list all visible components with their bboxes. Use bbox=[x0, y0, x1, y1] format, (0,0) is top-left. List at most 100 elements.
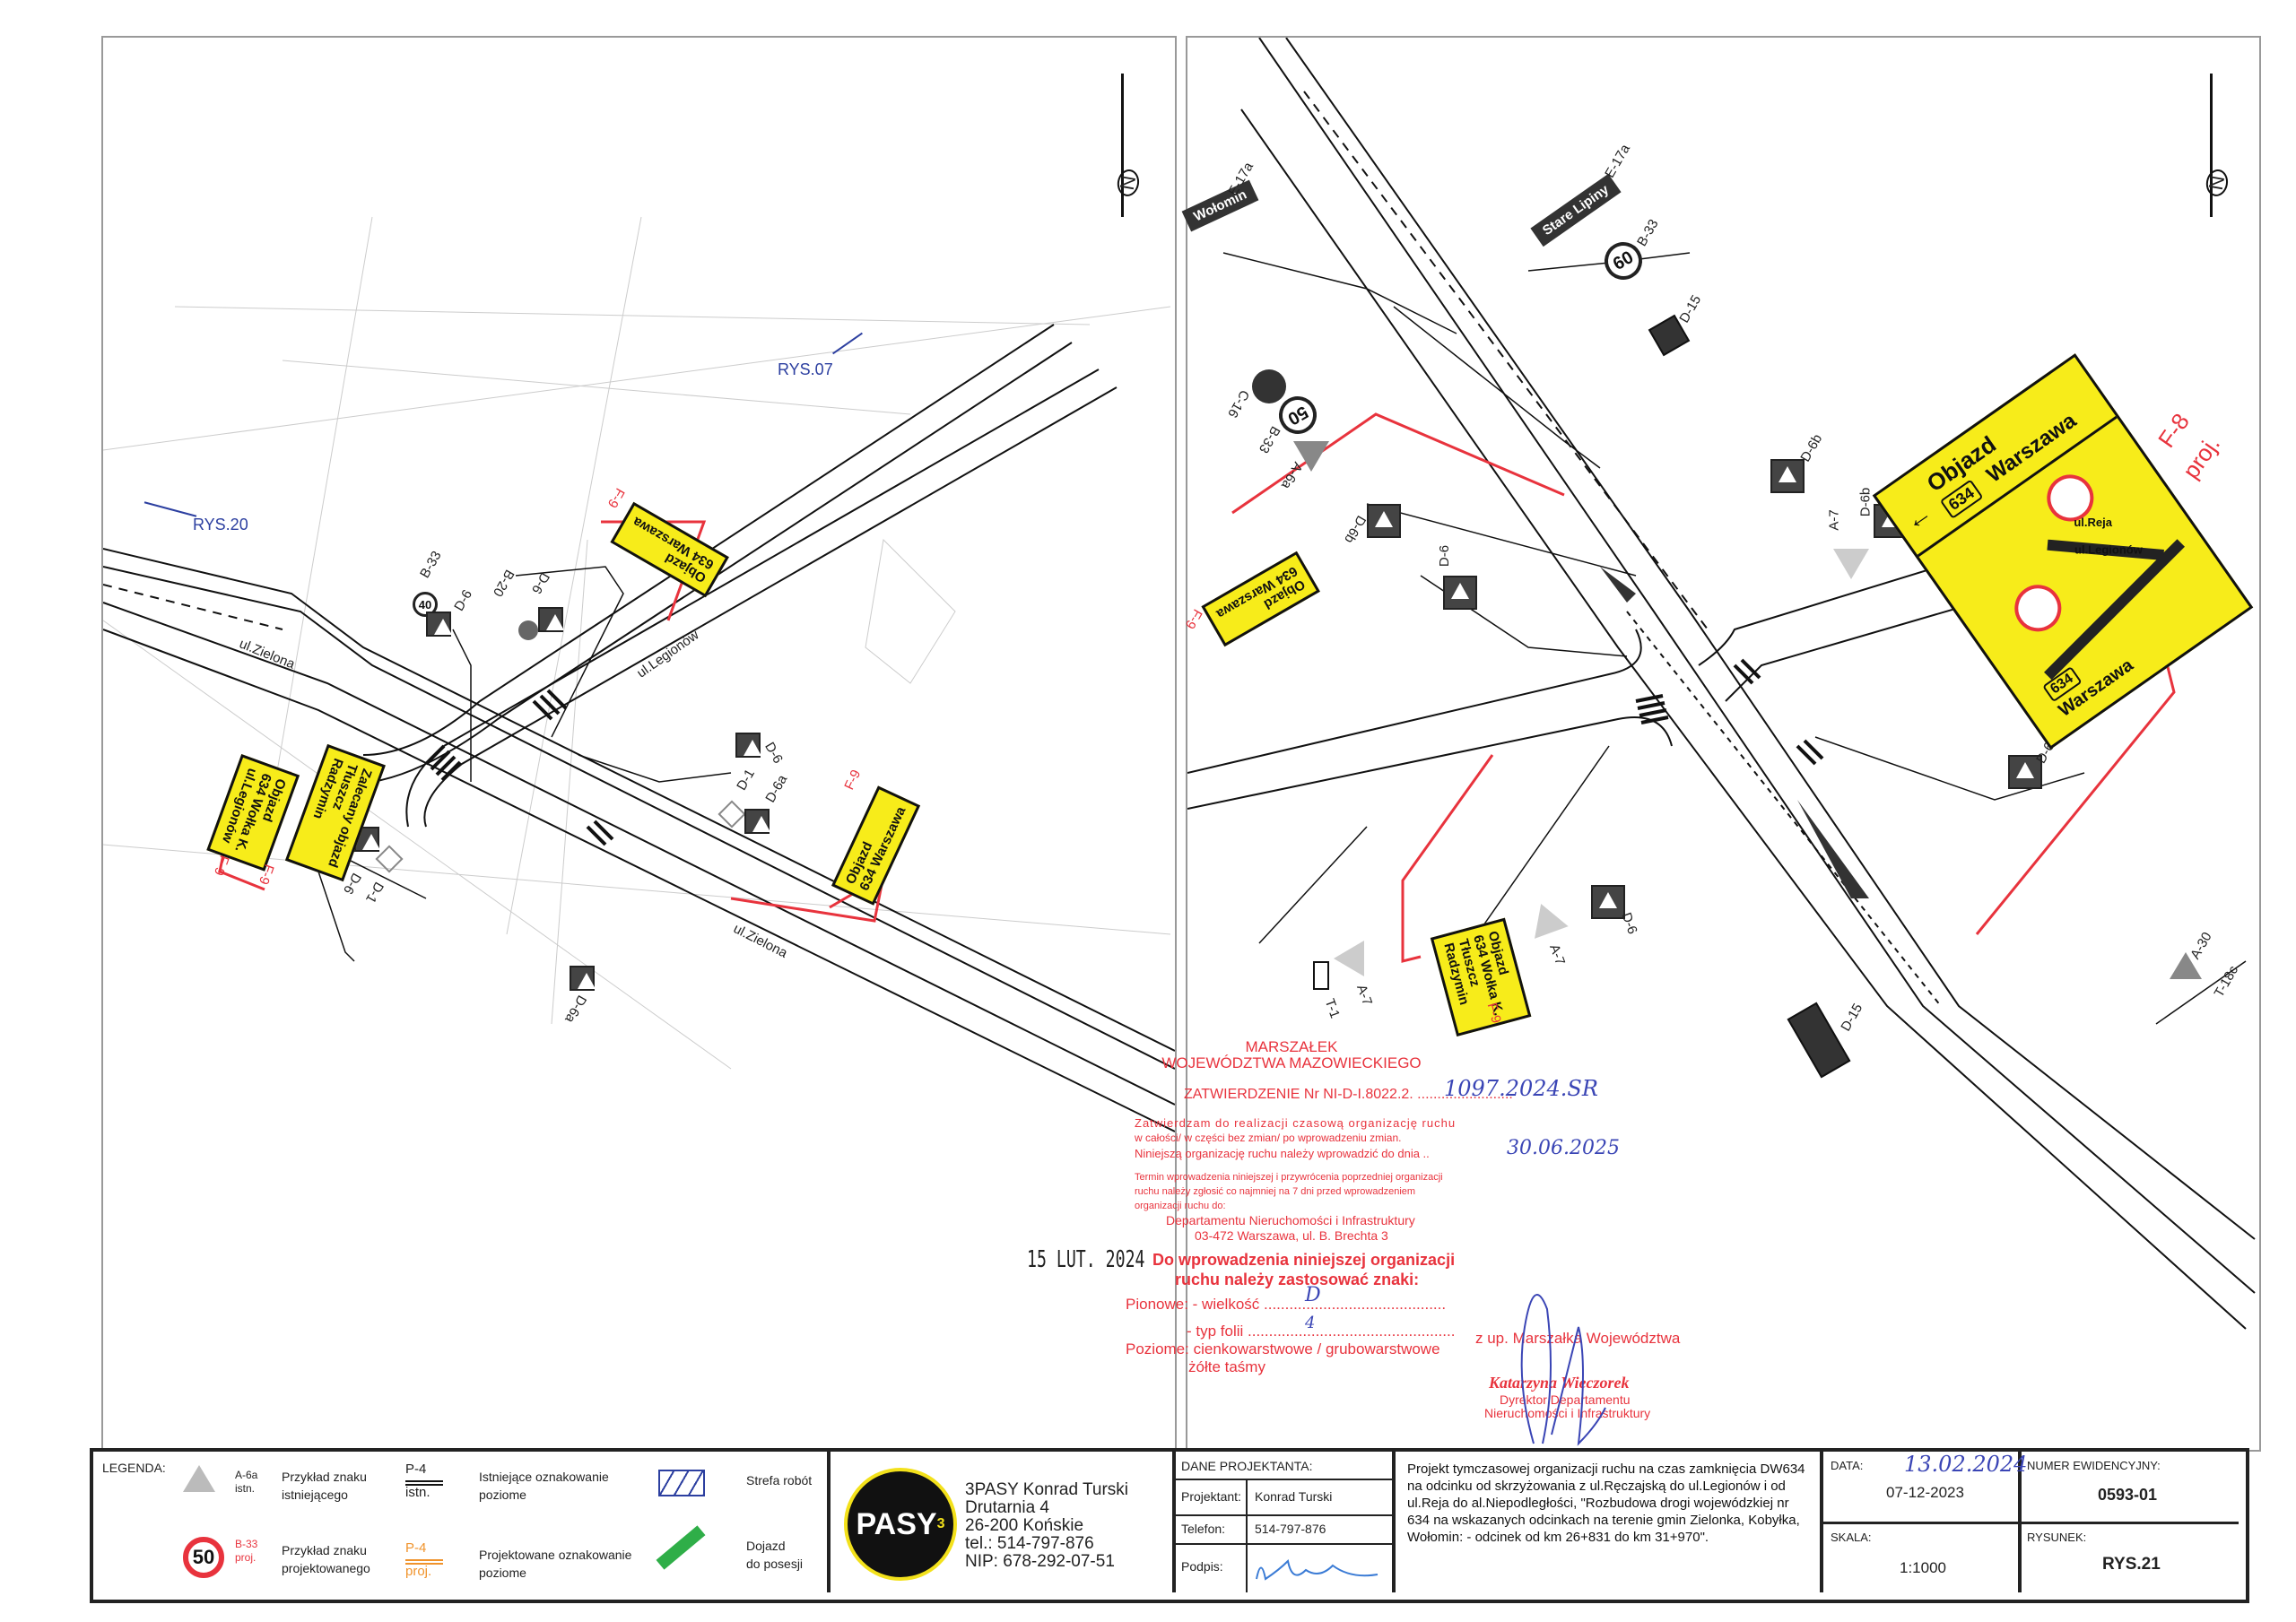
signatory-title-1: Dyrektor Departamentu bbox=[1500, 1392, 1631, 1407]
sign-code: D-6 bbox=[1437, 544, 1453, 568]
driveway-green-icon bbox=[656, 1525, 706, 1570]
crosswalk-sign-icon bbox=[1770, 459, 1805, 493]
triangle-sign-icon bbox=[1833, 549, 1869, 579]
approval-number-handwritten: 1097.2024.SR bbox=[1444, 1076, 1598, 1101]
date-label: DATA: bbox=[1831, 1459, 1864, 1472]
company-phone: tel.: 514-797-876 bbox=[965, 1534, 1094, 1553]
department-line2: 03-472 Warszawa, ul. B. Brechta 3 bbox=[1195, 1228, 1388, 1243]
work-zone-hatch-icon bbox=[658, 1470, 705, 1496]
legend-proposed-sign-code: B-33 bbox=[235, 1538, 258, 1550]
divider bbox=[1176, 1543, 1396, 1545]
signs-heading-2: ruchu należy zastosować znaki: bbox=[1175, 1271, 1420, 1288]
vertical-size: Pionowe: - wielkość ....................… bbox=[1126, 1296, 1447, 1313]
company-name: 3PASY Konrad Turski bbox=[965, 1480, 1129, 1499]
rys-07-link[interactable]: RYS.07 bbox=[778, 360, 833, 378]
legend-existing-sign-code: A-6a bbox=[235, 1469, 258, 1481]
crosswalks bbox=[1635, 658, 1824, 766]
designer-label: Projektant: bbox=[1181, 1489, 1241, 1504]
designer-value: Konrad Turski bbox=[1255, 1489, 1333, 1504]
approval-stamp: MARSZAŁEK WOJEWÓDZTWA MAZOWIECKIEGO ZATW… bbox=[1112, 1031, 1704, 1446]
restriction-circle-icon bbox=[2005, 576, 2071, 641]
sign-code: A-7 bbox=[1826, 509, 1842, 531]
crosswalk-sign-icon bbox=[570, 966, 596, 991]
approval-text-2: w całości/ w części bez zmian/ po wprowa… bbox=[1135, 1132, 1402, 1144]
f8-street-legionow: ul.Legionów bbox=[2074, 542, 2143, 557]
designer-heading: DANE PROJEKTANTA: bbox=[1181, 1459, 1313, 1473]
department-line1: Departamentu Nieruchomości i Infrastrukt… bbox=[1166, 1213, 1415, 1227]
divider bbox=[1823, 1522, 2025, 1524]
speed-limit-50-legend-sign: 50 bbox=[183, 1537, 224, 1578]
stop-sign-icon bbox=[518, 620, 538, 640]
crosswalk-sign-icon bbox=[426, 612, 452, 637]
north-arrow-icon bbox=[2210, 74, 2213, 217]
left-road-network bbox=[103, 216, 1175, 1132]
triangle-sign-icon bbox=[2170, 952, 2202, 979]
legend-proposed-marking-code: P-4 bbox=[405, 1540, 427, 1556]
project-description: Projekt tymczasowej organizacji ruchu na… bbox=[1407, 1462, 1805, 1545]
notice-3: organizacji ruchu do: bbox=[1135, 1201, 1226, 1211]
horizontal-markings-2: żółte taśmy bbox=[1188, 1358, 1265, 1375]
f8-street-reja: ul.Reja bbox=[2074, 515, 2112, 529]
receipt-date-stamp: 15 LUT. 2024 bbox=[1027, 1246, 1145, 1273]
foil-type-handwritten: 4 bbox=[1305, 1314, 1316, 1332]
background-survey-lines bbox=[103, 216, 1171, 1070]
rys-20-link[interactable]: RYS.20 bbox=[193, 516, 248, 533]
crosswalks bbox=[424, 689, 614, 846]
vertical-size-handwritten: D bbox=[1305, 1284, 1321, 1306]
speed-limit-40-sign: 40 bbox=[413, 592, 438, 617]
number-drawing-section: NUMER EWIDENCYJNY: 0593-01 RYSUNEK: RYS.… bbox=[2022, 1452, 2239, 1592]
right-drawing-panel: Wołomin E-17a Stare Lipiny E-17a 60 B-33… bbox=[1181, 36, 2261, 1452]
date-scale-section: DATA: 13.02.2024 07-12-2023 SKALA: 1:100… bbox=[1820, 1452, 2027, 1592]
approval-text-1: Zatwierdzam do realizacji czasową organi… bbox=[1135, 1116, 1457, 1130]
legend-existing-marking-code: P-4 bbox=[405, 1462, 427, 1477]
date-handwritten: 13.02.2024 bbox=[1904, 1452, 2028, 1477]
notice-2: ruchu należy zgłosić co najmniej na 7 dn… bbox=[1135, 1186, 1416, 1197]
road-ul-legionow bbox=[362, 324, 1118, 828]
legend-driveway-label: Dojazd do posesji bbox=[746, 1539, 804, 1571]
triangle-sign-icon bbox=[1293, 441, 1329, 472]
drawing-value: RYS.21 bbox=[2102, 1555, 2161, 1574]
foil-type: - typ folii ............................… bbox=[1187, 1323, 1456, 1340]
proposed-marking-line-icon bbox=[405, 1559, 443, 1565]
legend-section: LEGENDA: A-6a istn. Przykład znaku istni… bbox=[93, 1452, 831, 1592]
crosswalk-sign-icon bbox=[1443, 576, 1477, 610]
record-number-value: 0593-01 bbox=[2098, 1486, 2158, 1504]
authority-line2: WOJEWÓDZTWA MAZOWIECKIEGO bbox=[1161, 1054, 1422, 1071]
legend-proposed-sign-label: Przykład znaku projektowanego bbox=[282, 1543, 370, 1575]
deadline-handwritten: 30.06.2025 bbox=[1507, 1137, 1620, 1159]
hatched-islands bbox=[1600, 567, 1869, 898]
red-sign-leaders bbox=[1231, 412, 2176, 963]
signs-heading-1: Do wprowadzenia niniejszej organizacji bbox=[1152, 1251, 1456, 1269]
crosswalk-sign-icon bbox=[1367, 504, 1401, 538]
scale-value: 1:1000 bbox=[1900, 1559, 1946, 1576]
road-ul-zielona bbox=[103, 548, 1175, 1132]
arrow-left-icon: ← bbox=[1899, 497, 1938, 538]
legend-proposed-marking-label: Projektowane oznakowanie poziome bbox=[479, 1548, 632, 1580]
company-street: Drutarnia 4 bbox=[965, 1498, 1049, 1517]
legend-existing-marking-label: Istniejące oznakowanie poziome bbox=[479, 1470, 609, 1502]
right-road-network bbox=[1187, 38, 2256, 1330]
on-behalf: z up. Marszałka Województwa bbox=[1475, 1330, 1681, 1347]
crosswalk-sign-icon bbox=[744, 809, 770, 834]
crosswalk-sign-icon bbox=[735, 733, 761, 758]
scale-label: SKALA: bbox=[1831, 1531, 1872, 1544]
approval-number-label: ZATWIERDZENIE Nr NI-D-I.8022.2. ........… bbox=[1184, 1087, 1513, 1102]
triangle-sign-icon bbox=[183, 1465, 215, 1492]
logo-text: PASY bbox=[856, 1506, 937, 1541]
no-entry-sign-icon bbox=[1252, 369, 1286, 403]
north-arrow-icon bbox=[1121, 74, 1124, 217]
title-block: LEGENDA: A-6a istn. Przykład znaku istni… bbox=[90, 1448, 2249, 1603]
legend-proposed-sign-status: proj. bbox=[235, 1551, 257, 1564]
designer-signature bbox=[1256, 1558, 1378, 1581]
legend-existing-sign-label: Przykład znaku istniejącego bbox=[282, 1470, 367, 1502]
record-number-label: NUMER EWIDENCYJNY: bbox=[2027, 1459, 2161, 1472]
crosswalk-sign-icon bbox=[1591, 885, 1625, 919]
legend-work-zone-label: Strefa robót bbox=[746, 1473, 813, 1488]
existing-marking-line-icon bbox=[405, 1480, 443, 1486]
phone-value: 514-797-876 bbox=[1255, 1522, 1326, 1536]
handwritten-signature bbox=[1520, 1294, 1606, 1446]
divider bbox=[1176, 1479, 1396, 1480]
phone-label: Telefon: bbox=[1181, 1522, 1226, 1536]
